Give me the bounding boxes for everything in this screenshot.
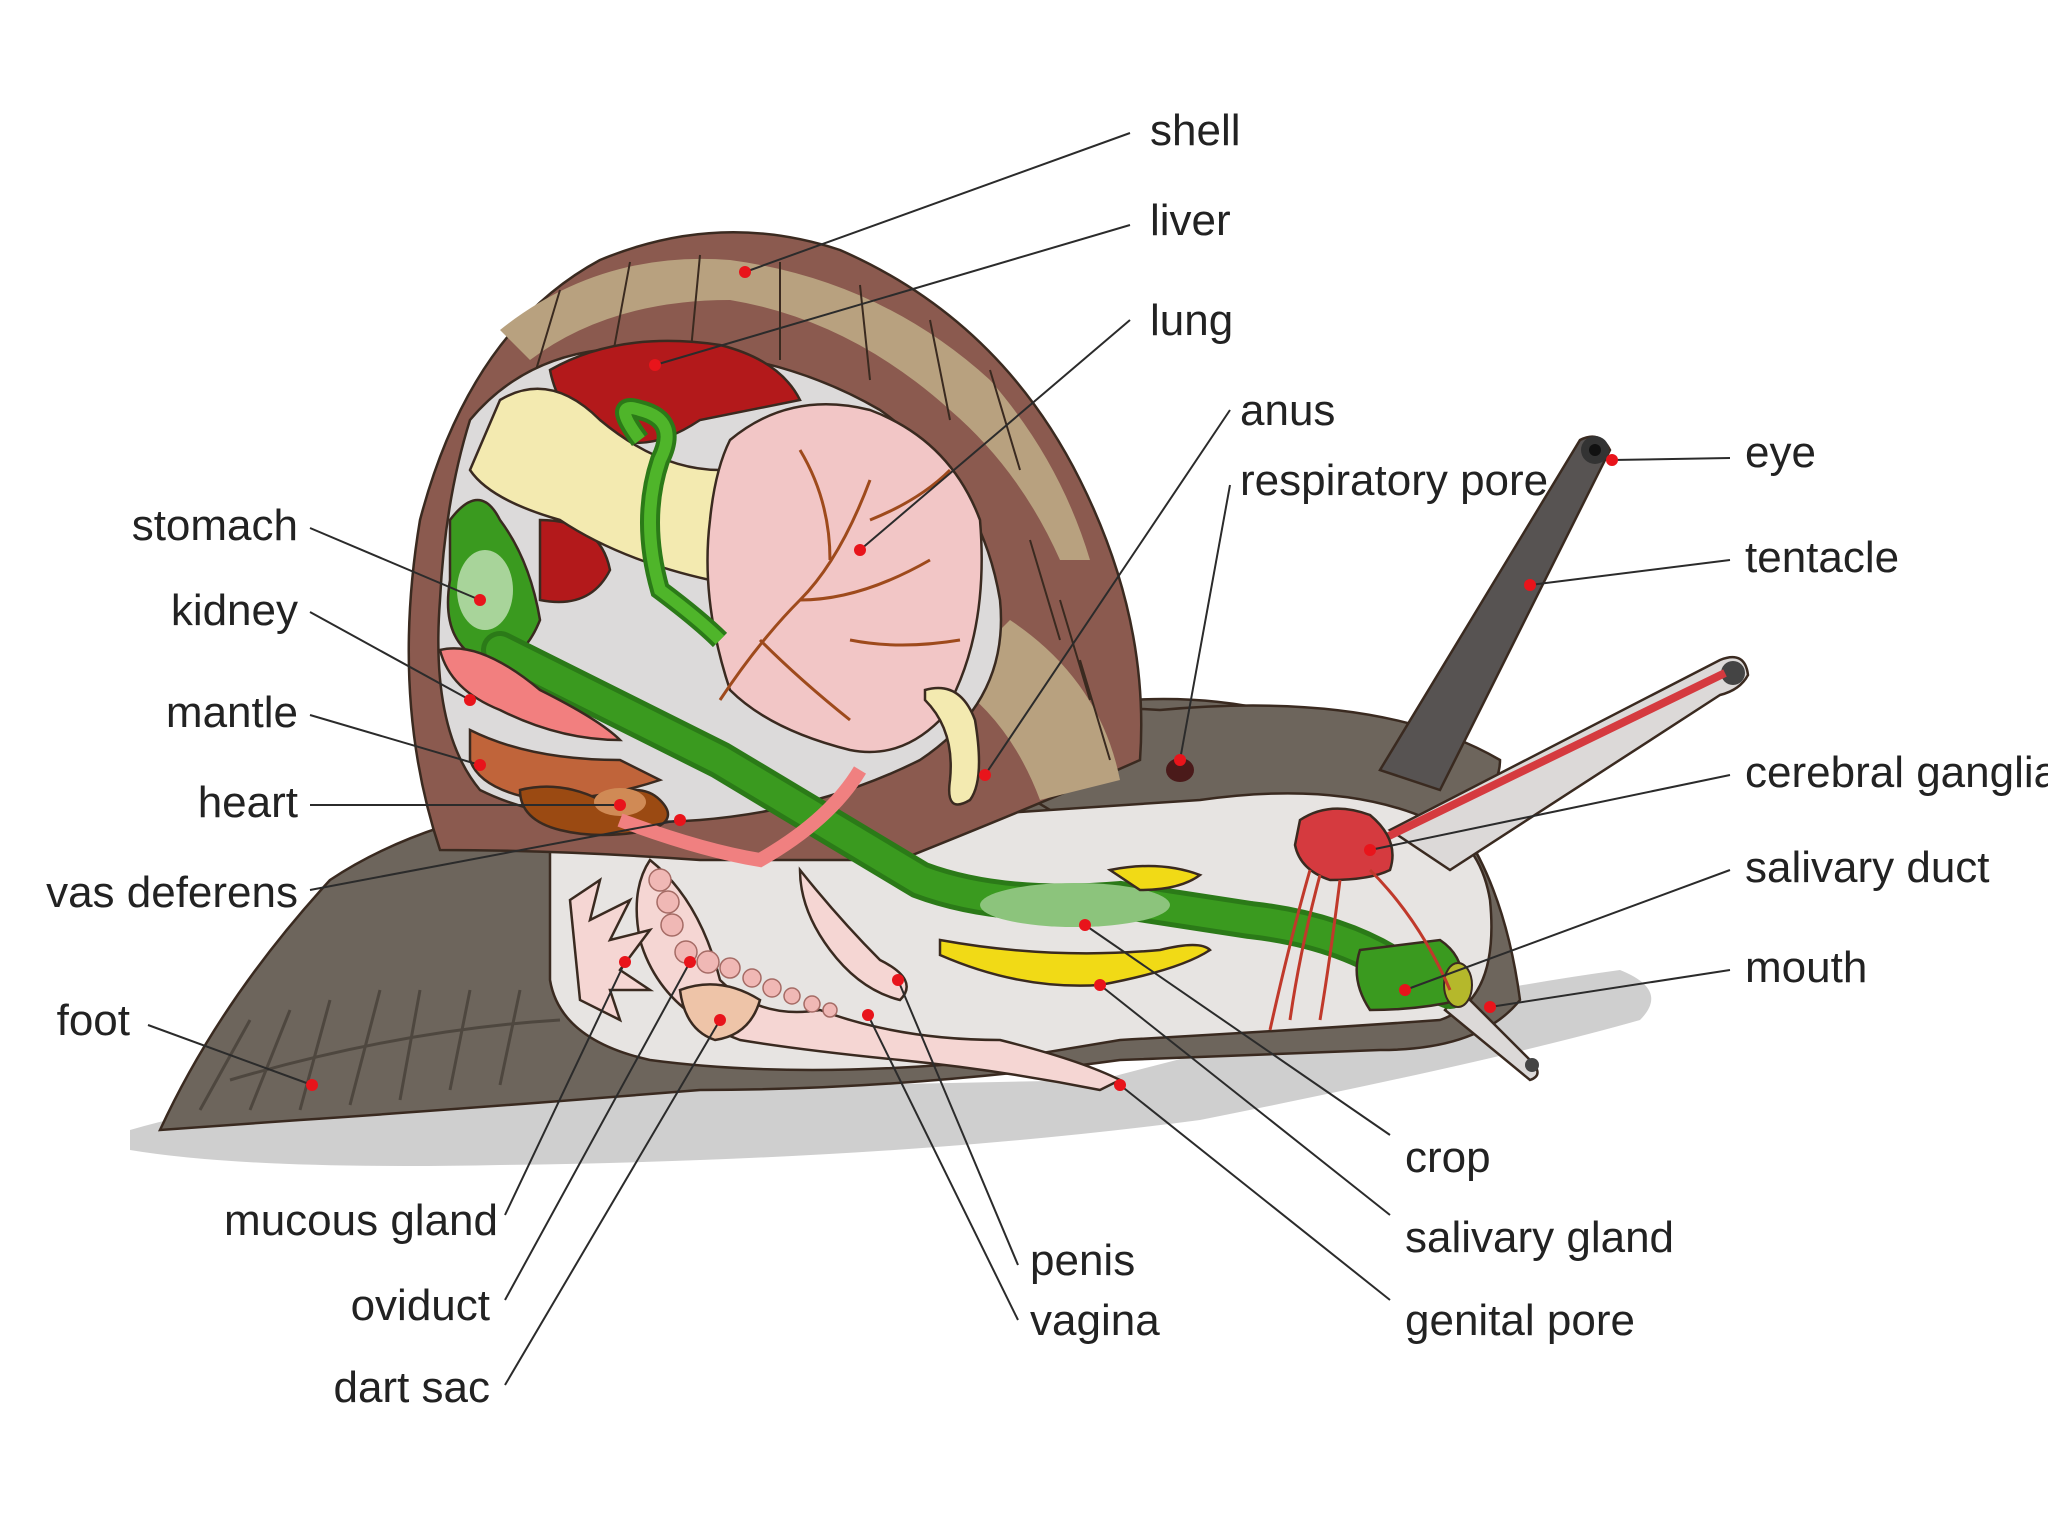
marker-mouth: [1484, 1001, 1496, 1013]
lung: [706, 403, 983, 754]
spermatheca: [923, 686, 981, 806]
kidney: [438, 647, 624, 742]
marker-crop: [1079, 919, 1091, 931]
label-kidney: kidney: [171, 586, 298, 635]
foot-texture: [198, 989, 561, 1111]
label-heart: heart: [198, 778, 298, 827]
label-cerebral-ganglia: cerebral ganglia: [1745, 748, 2048, 797]
marker-heart: [614, 799, 626, 811]
lower-tentacle: [1387, 655, 1750, 872]
label-penis: penis: [1030, 1236, 1135, 1285]
label-stomach: stomach: [132, 501, 298, 550]
labels: shell liver lung anus respiratory pore e…: [46, 106, 2048, 1412]
marker-mantle: [474, 759, 486, 771]
marker-vas-deferens: [674, 814, 686, 826]
lung-veins: [718, 449, 961, 722]
label-mouth: mouth: [1745, 943, 1867, 992]
marker-salivary-gland: [1094, 979, 1106, 991]
label-salivary-duct: salivary duct: [1745, 843, 1990, 892]
label-crop: crop: [1405, 1133, 1491, 1182]
marker-eye: [1606, 454, 1618, 466]
dart-sac: [678, 983, 762, 1042]
crop: [980, 883, 1170, 927]
vas-deferens: [617, 766, 867, 868]
label-shell: shell: [1150, 106, 1241, 155]
marker-vagina: [862, 1009, 874, 1021]
shell-band: [500, 258, 1090, 560]
label-dart-sac: dart sac: [333, 1363, 490, 1412]
label-respiratory-pore: respiratory pore: [1240, 456, 1548, 505]
leader-lines: [147, 132, 1731, 1386]
marker-penis: [892, 974, 904, 986]
marker-liver: [649, 359, 661, 371]
label-mucous-gland: mucous gland: [224, 1196, 498, 1245]
salivary-gland-upper: [1106, 864, 1203, 892]
label-mantle: mantle: [166, 688, 298, 737]
marker-dots: [306, 266, 1618, 1091]
marker-lung: [854, 544, 866, 556]
label-anus: anus: [1240, 386, 1335, 435]
label-lung: lung: [1150, 296, 1233, 345]
marker-foot: [306, 1079, 318, 1091]
marker-respiratory-pore: [1174, 754, 1186, 766]
salivary-gland: [938, 938, 1212, 987]
label-liver: liver: [1150, 196, 1231, 245]
cerebral-ganglia: [1293, 807, 1394, 882]
marker-oviduct: [684, 956, 696, 968]
label-foot: foot: [57, 996, 130, 1045]
shell-growth-lines: [529, 254, 1111, 761]
marker-anus: [979, 769, 991, 781]
marker-stomach: [474, 594, 486, 606]
respiratory-pore: [1166, 758, 1194, 782]
label-genital-pore: genital pore: [1405, 1296, 1635, 1345]
marker-dart-sac: [714, 1014, 726, 1026]
penis: [798, 866, 908, 1002]
marker-genital-pore: [1114, 1079, 1126, 1091]
mucous-gland: [568, 877, 655, 1023]
label-eye: eye: [1745, 428, 1816, 477]
nerves: [1268, 868, 1452, 1031]
marker-cerebral-ganglia: [1364, 844, 1376, 856]
marker-kidney: [464, 694, 476, 706]
optic-nerve: [1358, 669, 1727, 854]
label-salivary-gland: salivary gland: [1405, 1213, 1674, 1262]
marker-mucous-gland: [619, 956, 631, 968]
label-oviduct: oviduct: [351, 1281, 490, 1330]
marker-shell: [739, 266, 751, 278]
marker-salivary-duct: [1399, 984, 1411, 996]
label-tentacle: tentacle: [1745, 533, 1899, 582]
ground-shadow: [130, 970, 1652, 1166]
marker-tentacle: [1524, 579, 1536, 591]
label-vas-deferens: vas deferens: [46, 868, 298, 917]
label-vagina: vagina: [1030, 1296, 1160, 1345]
